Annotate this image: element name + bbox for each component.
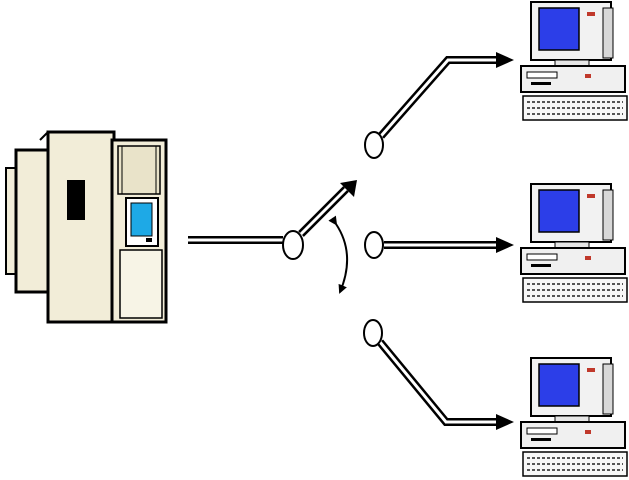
contact-top [364,131,384,159]
link-switch-pc-bottom [376,339,514,430]
switch-rotation-arrow [328,215,349,294]
contact-bottom [363,319,383,347]
link-switch-pc-top [377,52,514,139]
link-switch-pc-middle [384,237,514,253]
desktop-computer-icon [520,1,628,121]
desktop-computer-icon [520,357,628,477]
switch-blade [298,180,357,237]
desktop-computer-icon [520,183,628,303]
switch-pivot-contact [282,230,304,260]
contact-middle [364,231,384,259]
mainframe-icon [5,130,168,324]
